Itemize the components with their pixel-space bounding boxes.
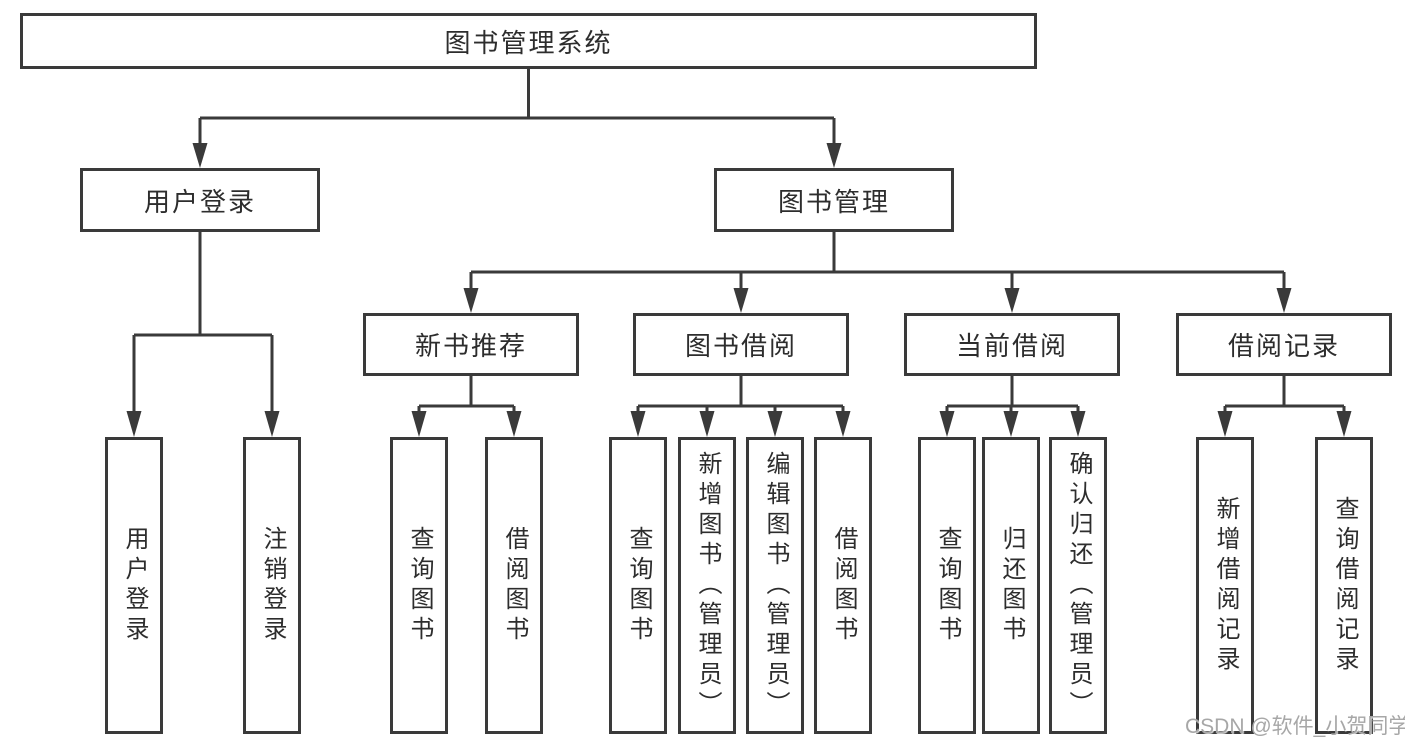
arrowhead — [1004, 288, 1020, 313]
leaf-label: 用户登录 — [121, 525, 148, 646]
leaf-add-book-admin: 新增图书（管理员） — [678, 437, 736, 734]
leaf-label: 注销登录 — [259, 525, 286, 646]
connector-root-to-branches — [192, 69, 842, 168]
node-current-borrow-label: 当前借阅 — [955, 331, 1068, 361]
arrowhead — [699, 411, 715, 437]
connector-borrow-records-to-leaves — [1217, 376, 1352, 437]
arrowhead — [835, 411, 851, 437]
node-book-management: 图书管理 — [714, 168, 954, 232]
leaf-label: 新增借阅记录 — [1212, 495, 1239, 676]
arrowhead — [1003, 411, 1019, 437]
arrowhead — [1336, 411, 1352, 437]
leaf-label: 查询图书 — [625, 525, 652, 646]
leaf-confirm-return-admin: 确认归还（管理员） — [1049, 437, 1107, 734]
node-new-book-recommend: 新书推荐 — [363, 313, 579, 376]
leaf-label: 确认归还（管理员） — [1065, 450, 1092, 721]
connector-book-mgmt-to-groups — [463, 232, 1292, 313]
arrowhead — [126, 411, 142, 437]
leaf-label: 借阅图书 — [830, 525, 857, 646]
node-book-borrow: 图书借阅 — [633, 313, 849, 376]
leaf-label: 编辑图书（管理员） — [762, 450, 789, 721]
node-root: 图书管理系统 — [20, 13, 1037, 69]
leaf-return-book: 归还图书 — [982, 437, 1040, 734]
node-new-book-recommend-label: 新书推荐 — [414, 331, 527, 361]
connector-new-book-to-leaves — [411, 376, 522, 437]
leaf-edit-book-admin: 编辑图书（管理员） — [746, 437, 804, 734]
node-borrow-records-label: 借阅记录 — [1227, 331, 1340, 361]
arrowhead — [264, 411, 280, 437]
connector-user-login-to-leaves — [126, 232, 280, 437]
arrowhead — [767, 411, 783, 437]
leaf-logout: 注销登录 — [243, 437, 301, 734]
csdn-watermark: CSDN @软件_小贺同学 — [1185, 715, 1405, 738]
arrowhead — [463, 288, 479, 313]
arrowhead — [192, 143, 208, 168]
leaf-borrow-books-borrow: 借阅图书 — [814, 437, 872, 734]
leaf-query-books-borrow: 查询图书 — [609, 437, 667, 734]
leaf-borrow-books-recommend: 借阅图书 — [485, 437, 543, 734]
arrowhead — [630, 411, 646, 437]
arrowhead — [1276, 288, 1292, 313]
leaf-user-login: 用户登录 — [105, 437, 163, 734]
node-current-borrow: 当前借阅 — [904, 313, 1120, 376]
arrowhead — [411, 411, 427, 437]
leaf-label: 新增图书（管理员） — [694, 450, 721, 721]
connector-current-borrow-to-leaves — [939, 376, 1086, 437]
arrowhead — [506, 411, 522, 437]
leaf-label: 查询图书 — [406, 525, 433, 646]
arrowhead — [1070, 411, 1086, 437]
node-borrow-records: 借阅记录 — [1176, 313, 1392, 376]
node-user-login: 用户登录 — [80, 168, 320, 232]
leaf-label: 查询图书 — [934, 525, 961, 646]
node-user-login-label: 用户登录 — [143, 186, 256, 217]
arrowhead — [826, 143, 842, 168]
arrowhead — [1217, 411, 1233, 437]
leaf-label: 借阅图书 — [501, 525, 528, 646]
connector-book-borrow-to-leaves — [630, 376, 851, 437]
leaf-query-borrow-record: 查询借阅记录 — [1315, 437, 1373, 734]
leaf-query-books-current: 查询图书 — [918, 437, 976, 734]
arrowhead — [733, 288, 749, 313]
leaf-add-borrow-record: 新增借阅记录 — [1196, 437, 1254, 734]
leaf-query-books-recommend: 查询图书 — [390, 437, 448, 734]
leaf-label: 查询借阅记录 — [1331, 495, 1358, 676]
node-root-label: 图书管理系统 — [444, 27, 613, 58]
arrowhead — [939, 411, 955, 437]
node-book-management-label: 图书管理 — [777, 186, 890, 217]
node-book-borrow-label: 图书借阅 — [684, 331, 797, 361]
leaf-label: 归还图书 — [998, 525, 1025, 646]
